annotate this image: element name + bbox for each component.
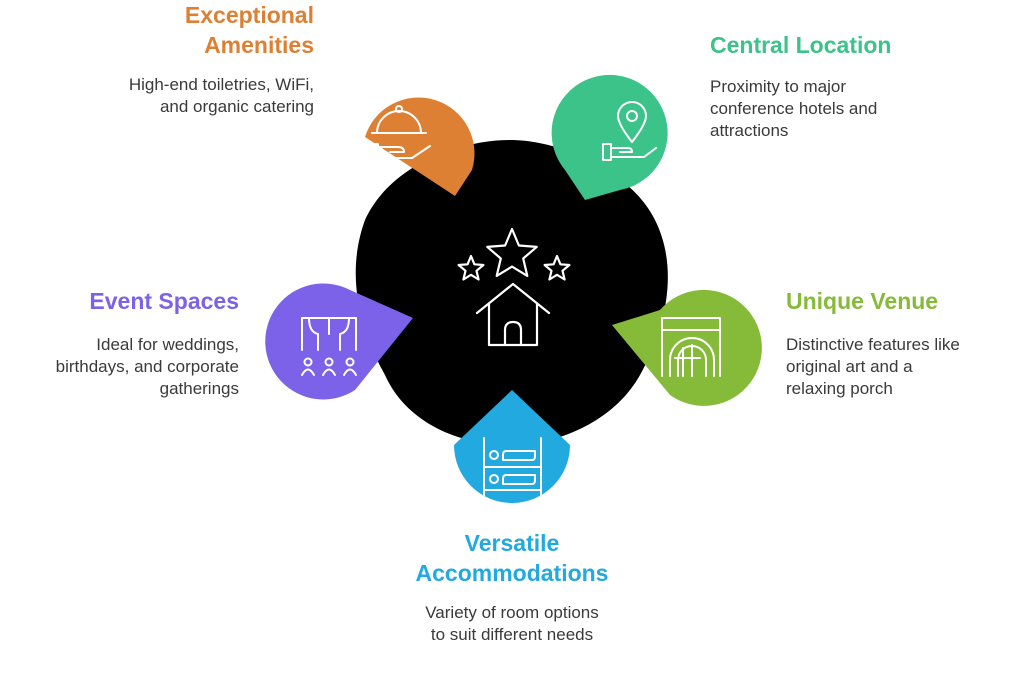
cloche-serving-icon <box>367 105 431 162</box>
venue-desc-line-2: original art and a <box>786 357 913 376</box>
events-title: Event Spaces <box>89 288 239 314</box>
map-pin-icon <box>602 101 657 161</box>
events-desc-line-2: birthdays, and corporate <box>55 357 239 376</box>
venue-drop <box>612 289 762 406</box>
accommodations-label: Versatile Accommodations Variety of room… <box>362 528 662 646</box>
events-desc-line-1: Ideal for weddings, <box>96 335 239 354</box>
accommodations-drop <box>454 390 570 503</box>
venue-desc-line-1: Distinctive features like <box>786 335 960 354</box>
amenities-drop <box>365 97 475 196</box>
hub-pentagon <box>355 140 668 445</box>
round-door-icon <box>661 317 721 377</box>
events-label: Event Spaces Ideal for weddings, birthda… <box>20 286 239 400</box>
stars-house-icon <box>457 227 571 347</box>
location-desc-line-3: attractions <box>710 121 789 140</box>
accommodations-title-line-1: Versatile <box>464 530 560 556</box>
bunk-bed-icon <box>483 437 542 498</box>
location-desc-line-1: Proximity to major <box>710 77 847 96</box>
events-desc-line-3: gatherings <box>159 379 239 398</box>
location-label: Central Location Proximity to major conf… <box>710 30 970 142</box>
accommodations-title-line-2: Accommodations <box>415 560 609 586</box>
location-drop <box>551 74 668 200</box>
location-desc-line-2: conference hotels and <box>710 99 878 118</box>
accommodations-desc-line-2: to suit different needs <box>430 625 594 644</box>
amenities-desc-line-1: High-end toiletries, WiFi, <box>128 75 314 94</box>
location-title: Central Location <box>710 32 892 58</box>
amenities-label: Exceptional Amenities High-end toiletrie… <box>90 0 314 118</box>
venue-title: Unique Venue <box>786 288 939 314</box>
accommodations-desc-line-1: Variety of room options <box>425 603 599 622</box>
venue-desc-line-3: relaxing porch <box>786 379 893 398</box>
amenities-desc-line-2: and organic catering <box>159 97 314 116</box>
amenities-title-line-1: Exceptional <box>184 2 314 28</box>
venue-label: Unique Venue Distinctive features like o… <box>786 286 1016 400</box>
amenities-title-line-2: Amenities <box>204 32 314 58</box>
events-drop <box>265 283 413 400</box>
stage-audience-icon <box>301 317 357 376</box>
